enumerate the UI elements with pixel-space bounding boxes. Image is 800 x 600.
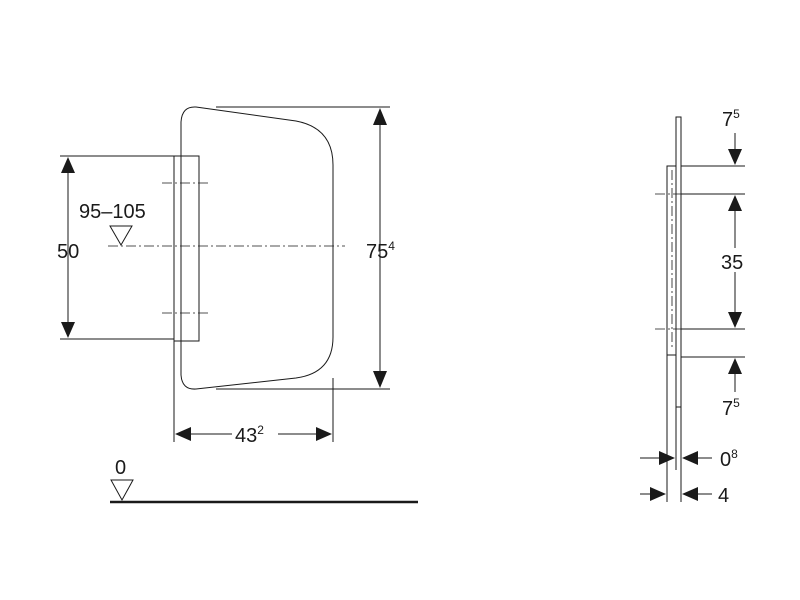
side-panel [675, 116, 682, 408]
dim-50-label: 50 [57, 241, 79, 263]
dim-75-label: 754 [366, 239, 395, 263]
arrow-50-down [61, 322, 75, 338]
arrow-4-right [682, 487, 698, 501]
arrow-bottom-75 [728, 358, 742, 374]
dim-35-label: 35 [721, 252, 743, 274]
floor-level-label: 0 [115, 457, 126, 479]
arrow-08-left [659, 451, 675, 465]
arrow-35-up [728, 195, 742, 211]
dim-range-label: 95–105 [79, 201, 146, 223]
front-view: 50 95–105 754 432 0 [57, 106, 418, 504]
panel-outline [180, 106, 334, 390]
mount-bracket [173, 155, 200, 342]
side-view: 75 35 75 08 4 [640, 107, 752, 507]
dim-08-label: 08 [720, 447, 738, 471]
side-bracket [666, 165, 677, 356]
arrow-43-right [316, 427, 332, 441]
arrow-75-down [373, 371, 387, 388]
dim-bottom-75-label: 75 [722, 396, 740, 420]
floor-level-marker [110, 479, 134, 502]
arrow-75-up [373, 108, 387, 125]
arrow-4-left [650, 487, 666, 501]
dim-4-label: 4 [718, 485, 729, 507]
arrow-50-up [61, 157, 75, 173]
dim-top-75-label: 75 [722, 107, 740, 131]
dim-43-label: 432 [235, 423, 264, 447]
arrow-43-left [175, 427, 191, 441]
level-marker-range [109, 225, 133, 246]
arrow-08-right [682, 451, 698, 465]
arrow-top-75 [728, 149, 742, 165]
arrow-35-down [728, 312, 742, 328]
